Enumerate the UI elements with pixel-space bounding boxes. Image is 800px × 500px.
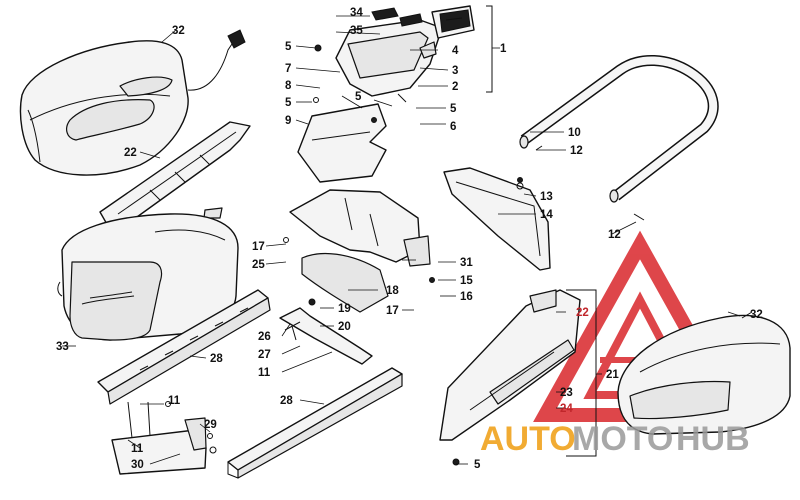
callout-5: 5 bbox=[285, 41, 292, 53]
callout-6: 6 bbox=[450, 121, 456, 133]
fasteners bbox=[207, 44, 645, 466]
callout-23: 23 bbox=[560, 387, 573, 399]
watermark-text: AUTO MOTO HUB bbox=[480, 420, 750, 458]
callout-11: 11 bbox=[131, 443, 144, 455]
watermark-moto: MOTO bbox=[572, 420, 673, 458]
callout-20: 20 bbox=[338, 321, 351, 333]
bracket-26-27 bbox=[279, 307, 373, 365]
callout-30: 30 bbox=[131, 459, 144, 471]
bracket-rail-upper bbox=[99, 121, 251, 227]
callout-numbers: 1 2 3 4 5 5 5 5 5 6 7 8 9 10 11 11 11 12… bbox=[56, 7, 763, 471]
callout-18: 18 bbox=[386, 285, 399, 297]
callout-8: 8 bbox=[285, 80, 292, 92]
saddlebag-left bbox=[57, 213, 239, 341]
rear-fender bbox=[289, 189, 431, 313]
mount-bracket bbox=[111, 401, 217, 475]
callout-1: 1 bbox=[500, 43, 507, 55]
callout-15: 15 bbox=[460, 275, 473, 287]
callout-16: 16 bbox=[460, 291, 473, 303]
callout-5: 5 bbox=[285, 97, 292, 109]
callout-7: 7 bbox=[285, 63, 291, 75]
rail-center bbox=[227, 367, 403, 479]
callout-26: 26 bbox=[258, 331, 271, 343]
watermark-hub: HUB bbox=[676, 420, 750, 458]
callout-17: 17 bbox=[386, 305, 399, 317]
callout-5: 5 bbox=[450, 103, 457, 115]
callout-10: 10 bbox=[568, 127, 581, 139]
saddlebag-left-rear bbox=[19, 29, 246, 176]
callout-19: 19 bbox=[338, 303, 351, 315]
taillight-housing bbox=[335, 7, 443, 103]
callout-17: 17 bbox=[252, 241, 265, 253]
callout-5: 5 bbox=[474, 459, 481, 471]
callout-22: 22 bbox=[124, 147, 137, 159]
callout-11: 11 bbox=[258, 367, 271, 379]
leader-lines bbox=[62, 5, 741, 465]
callout-28: 28 bbox=[210, 353, 223, 365]
callout-34: 34 bbox=[350, 7, 363, 19]
callout-21: 21 bbox=[606, 369, 619, 381]
callout-12: 12 bbox=[570, 145, 583, 157]
callout-27: 27 bbox=[258, 349, 271, 361]
callout-2: 2 bbox=[452, 81, 458, 93]
callout-12: 12 bbox=[608, 229, 621, 241]
bracket-rail-right bbox=[439, 289, 581, 441]
callout-13: 13 bbox=[540, 191, 553, 203]
saddlebag-right bbox=[617, 311, 791, 435]
callout-11: 11 bbox=[168, 395, 181, 407]
callout-5: 5 bbox=[355, 91, 362, 103]
callout-28: 28 bbox=[280, 395, 293, 407]
callout-33: 33 bbox=[56, 341, 69, 353]
watermark-auto: AUTO bbox=[480, 420, 576, 458]
mount-plate bbox=[297, 103, 387, 183]
callout-22: 22 bbox=[576, 307, 589, 319]
callout-24: 24 bbox=[560, 403, 573, 415]
taillight-assembly bbox=[431, 5, 475, 39]
callout-29: 29 bbox=[204, 419, 217, 431]
callout-4: 4 bbox=[452, 45, 459, 57]
callout-9: 9 bbox=[285, 115, 291, 127]
grab-bar bbox=[519, 54, 719, 203]
rail-left bbox=[97, 289, 271, 405]
callout-3: 3 bbox=[452, 65, 458, 77]
callout-35: 35 bbox=[350, 25, 363, 37]
callout-14: 14 bbox=[540, 209, 553, 221]
callout-25: 25 bbox=[252, 259, 265, 271]
callout-32: 32 bbox=[750, 309, 763, 321]
callout-32: 32 bbox=[172, 25, 185, 37]
callout-31: 31 bbox=[460, 257, 473, 269]
side-panel bbox=[443, 167, 551, 271]
